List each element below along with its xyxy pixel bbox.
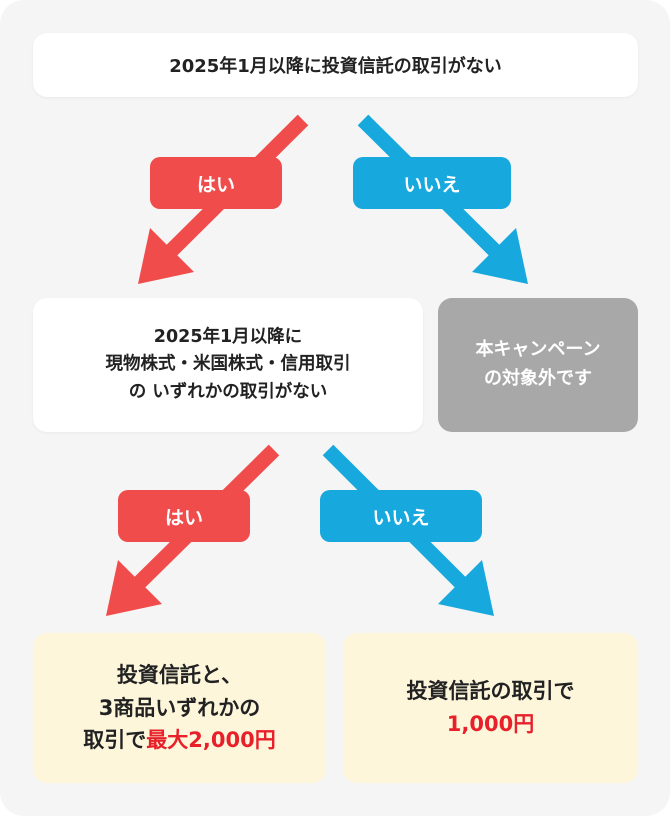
result-1-line-3-prefix: 取引で — [83, 728, 147, 753]
question-2-line-3: の いずれかの取引がない — [128, 381, 328, 402]
yes-label-1-text: はい — [196, 173, 235, 196]
no-label-2: いいえ — [320, 490, 482, 542]
result-1-line-3: 取引で最大2,000円 — [83, 724, 275, 757]
question-2-line-1: 2025年1月以降に — [153, 327, 303, 348]
result-max-2000-box: 投資信託と、 3商品いずれかの 取引で最大2,000円 — [33, 633, 326, 783]
result-2-reward-amount: 1,000円 — [446, 712, 535, 736]
question-2-box: 2025年1月以降に 現物株式・米国株式・信用取引 の いずれかの取引がない — [33, 298, 423, 432]
result-1-line-1: 投資信託と、 — [116, 663, 243, 688]
not-eligible-line-2: の対象外です — [483, 368, 592, 389]
no-label-1-text: いいえ — [403, 173, 461, 196]
question-2-line-2: 現物株式・米国株式・信用取引 — [105, 354, 351, 375]
result-2-line-1: 投資信託の取引で — [406, 679, 575, 704]
result-1-line-2: 3商品いずれかの — [98, 695, 261, 720]
not-eligible-box: 本キャンペーン の対象外です — [438, 298, 638, 432]
no-label-1: いいえ — [353, 157, 511, 209]
question-1-text: 2025年1月以降に投資信託の取引がない — [169, 56, 502, 77]
not-eligible-line-1: 本キャンペーン — [475, 339, 601, 361]
no-label-2-text: いいえ — [372, 506, 430, 529]
yes-label-2-text: はい — [164, 506, 203, 529]
yes-label-1: はい — [150, 157, 282, 209]
result-1000-box: 投資信託の取引で 1,000円 — [343, 633, 638, 783]
yes-label-2: はい — [118, 490, 250, 542]
result-1-reward-amount: 最大2,000円 — [146, 728, 276, 753]
question-1-box: 2025年1月以降に投資信託の取引がない — [33, 33, 638, 97]
